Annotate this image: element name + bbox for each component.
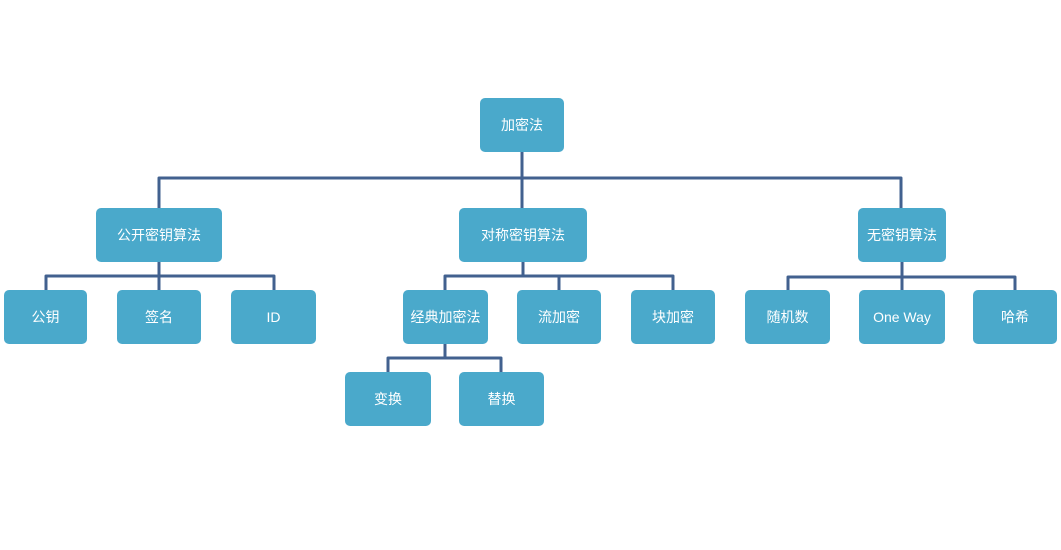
node-one-way[interactable]: One Way	[859, 290, 945, 344]
node-label: 哈希	[1001, 309, 1029, 325]
node-public-key-algorithms[interactable]: 公开密钥算法	[96, 208, 222, 262]
node-label: 随机数	[766, 309, 809, 325]
node-label: One Way	[873, 309, 931, 325]
node-label: 加密法	[501, 117, 543, 133]
node-random-number[interactable]: 随机数	[745, 290, 830, 344]
connector-symmetric-key-alg-children	[443, 262, 675, 290]
node-label: 签名	[145, 309, 173, 325]
node-label: 无密钥算法	[867, 227, 937, 243]
connector-public-key-alg-children	[44, 262, 276, 290]
node-label: 替换	[487, 391, 516, 407]
node-label: 对称密钥算法	[481, 227, 565, 243]
node-transposition[interactable]: 变换	[345, 372, 431, 426]
node-label: 公钥	[31, 309, 60, 325]
node-label: 块加密	[652, 309, 694, 325]
connector-classical-cipher-children	[386, 344, 503, 372]
node-hash[interactable]: 哈希	[973, 290, 1057, 344]
node-public-key[interactable]: 公钥	[4, 290, 87, 344]
node-substitution[interactable]: 替换	[459, 372, 544, 426]
node-signature[interactable]: 签名	[117, 290, 201, 344]
node-label: 变换	[374, 391, 402, 407]
node-label: ID	[266, 309, 281, 325]
node-classical-cipher[interactable]: 经典加密法	[403, 290, 488, 344]
node-label: 公开密钥算法	[117, 227, 201, 243]
node-label: 经典加密法	[410, 309, 481, 325]
node-id[interactable]: ID	[231, 290, 316, 344]
node-symmetric-key-algorithms[interactable]: 对称密钥算法	[459, 208, 587, 262]
node-encryption-method[interactable]: 加密法	[480, 98, 564, 152]
node-label: 流加密	[538, 309, 580, 325]
connector-root-children	[157, 152, 903, 208]
node-block-cipher[interactable]: 块加密	[631, 290, 715, 344]
node-keyless-algorithms[interactable]: 无密钥算法	[858, 208, 946, 262]
node-stream-cipher[interactable]: 流加密	[517, 290, 601, 344]
connector-keyless-alg-children	[786, 262, 1017, 290]
